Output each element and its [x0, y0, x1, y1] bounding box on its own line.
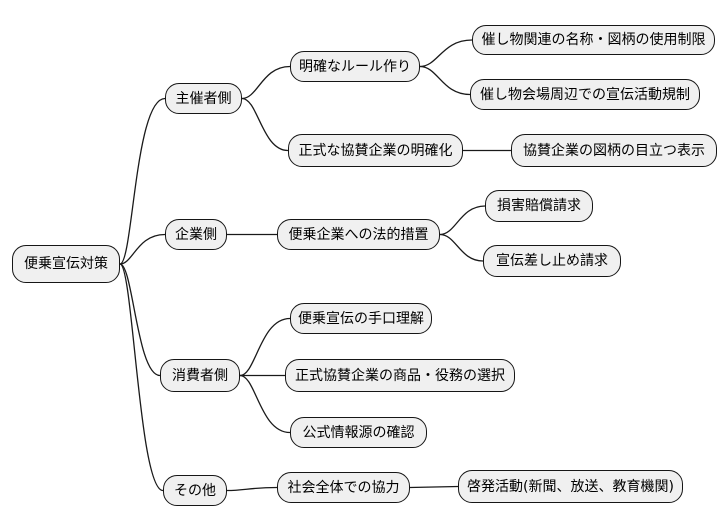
node-official-sponsor-clarification: 正式な協賛企業の明確化	[288, 134, 463, 167]
edge-legal-damages	[439, 205, 486, 236]
node-tactics-understanding: 便乗宣伝の手口理解	[290, 303, 432, 334]
node-clear-rule-making: 明確なルール作り	[290, 51, 420, 82]
node-name-design-restriction: 催し物関連の名称・図柄の使用制限	[472, 25, 715, 55]
node-others: その他	[163, 475, 227, 506]
node-organizer-side: 主催者側	[165, 83, 242, 114]
node-sponsor-logo-display: 協賛企業の図柄の目立つ表示	[511, 134, 717, 167]
node-company-side: 企業側	[165, 219, 227, 250]
node-awareness-activities: 啓発活動(新聞、放送、教育機関)	[458, 470, 683, 503]
node-venue-ad-regulation: 催し物会場周辺での宣伝活動規制	[470, 79, 700, 110]
node-damages-claim: 損害賠償請求	[485, 190, 593, 222]
node-consumer-side: 消費者側	[160, 359, 240, 392]
node-society-cooperation: 社会全体での協力	[277, 472, 410, 503]
edge-consumer-tactics	[239, 317, 291, 377]
node-root: 便乗宣伝対策	[12, 245, 120, 283]
edge-organizer-official	[241, 97, 289, 152]
edge-legal-injunction	[439, 233, 484, 262]
edge-others-cooperation	[226, 486, 278, 492]
edge-root-consumer	[119, 263, 161, 377]
node-legal-action: 便乗企業への法的措置	[277, 219, 440, 250]
edge-cooperation-awareness	[409, 485, 459, 489]
edge-consumer-sources	[239, 374, 291, 434]
node-official-sources-check: 公式情報源の確認	[290, 417, 427, 448]
edge-root-organizer	[119, 97, 166, 265]
edge-root-company	[119, 233, 166, 265]
edge-organizer-rules	[241, 65, 291, 100]
edge-root-others	[119, 263, 164, 492]
node-official-products-selection: 正式協賛企業の商品・役務の選択	[285, 359, 515, 392]
edge-rules-venue-regulation	[419, 65, 471, 96]
edge-rules-name-restriction	[419, 39, 473, 68]
node-ad-injunction-claim: 宣伝差し止め請求	[483, 245, 621, 277]
